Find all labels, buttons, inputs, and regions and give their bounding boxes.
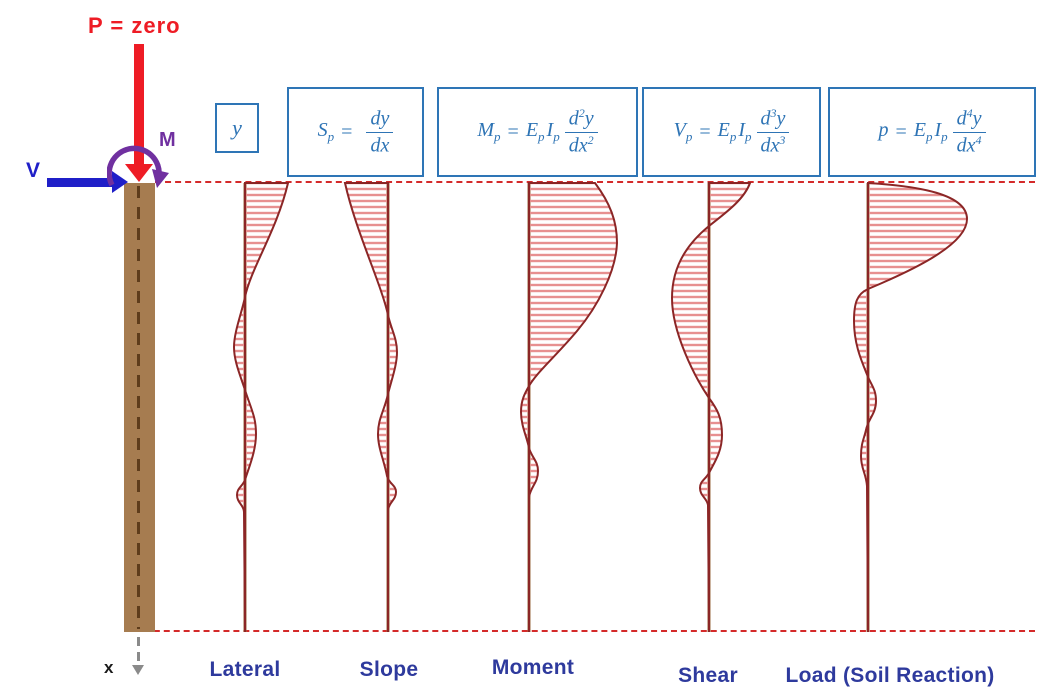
- x-axis-dashed-line: [137, 637, 140, 665]
- formula-shear-fraction: d3y dx3: [756, 106, 790, 157]
- lateral-load-label: V: [26, 159, 41, 182]
- label-shear: Shear: [678, 664, 738, 687]
- formula-box-slope: Sp = dy dx: [287, 87, 424, 177]
- moment-label: M: [159, 129, 176, 151]
- axial-load-label: P = zero: [88, 13, 181, 38]
- label-load: Load (Soil Reaction): [785, 664, 995, 687]
- equals-sign: =: [341, 120, 353, 143]
- axial-load-arrowhead-icon: [125, 164, 153, 182]
- formula-load-lhs: p: [878, 119, 889, 141]
- x-axis-arrowhead-icon: [132, 665, 144, 675]
- lateral-load-arrow-shaft: [47, 178, 112, 187]
- shear-curve: [670, 182, 752, 633]
- pile-tip-line: [124, 630, 1035, 632]
- formula-load-fraction: d4y dx4: [952, 106, 986, 157]
- label-lateral: Lateral: [209, 658, 281, 681]
- formula-box-y: y: [215, 103, 259, 153]
- slope-curve: [343, 182, 399, 632]
- formula-slope-fraction: dy dx: [366, 107, 394, 157]
- label-slope: Slope: [359, 658, 419, 681]
- soil-reaction-curve: [852, 181, 969, 633]
- label-moment: Moment: [491, 656, 575, 679]
- lateral-load-arrowhead-icon: [112, 171, 128, 193]
- equals-sign: =: [699, 120, 711, 143]
- equals-sign: =: [895, 120, 907, 143]
- equals-sign: =: [507, 120, 519, 143]
- lateral-deflection-curve: [232, 182, 290, 633]
- formula-moment-fraction: d2y dx2: [564, 106, 598, 157]
- formula-slope-coef: [359, 119, 363, 145]
- pile: [124, 183, 155, 632]
- formula-y: y: [232, 115, 242, 140]
- formula-shear-lhs: Vp: [673, 119, 693, 144]
- formula-moment-lhs: Mp: [477, 119, 501, 144]
- moment-curve: [519, 182, 619, 632]
- moment-arrow-icon: [107, 145, 169, 188]
- x-axis-label: x: [104, 658, 114, 677]
- axial-load-arrow-shaft: [134, 44, 144, 165]
- pile-centerline: [137, 186, 140, 629]
- formula-slope-lhs: Sp: [317, 119, 335, 144]
